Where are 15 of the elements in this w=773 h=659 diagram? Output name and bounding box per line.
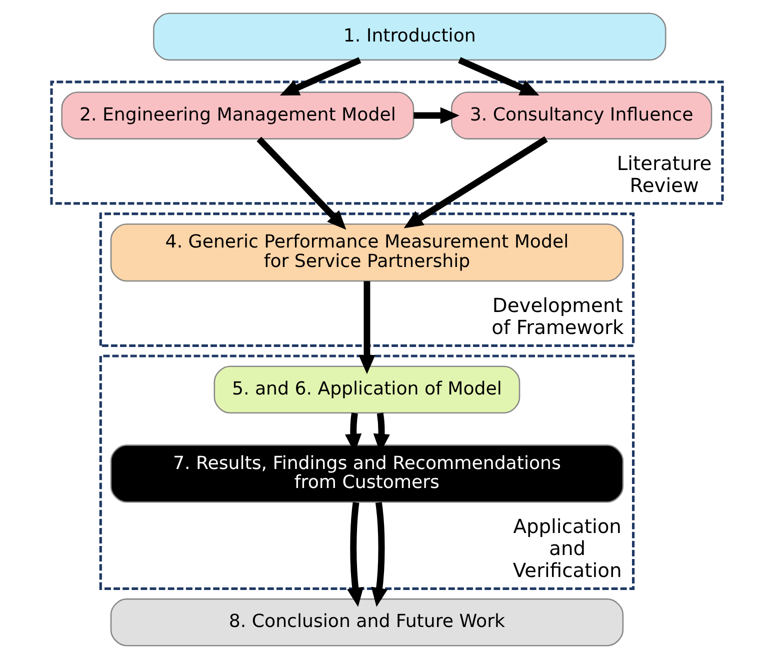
node-box: 8. Conclusion and Future Work <box>110 598 624 646</box>
arrow <box>403 136 548 228</box>
node-box: 2. Engineering Management Model <box>60 92 414 140</box>
arrow <box>256 136 346 230</box>
arrow <box>279 57 361 96</box>
arrow <box>458 57 539 96</box>
arrow <box>358 281 375 374</box>
arrow <box>346 502 364 607</box>
node-box: 5. and 6. Application of Model <box>213 366 520 414</box>
arrow <box>370 502 388 607</box>
node-box: 3. Consultancy Influence <box>450 92 712 140</box>
node-box: 1. Introduction <box>152 12 666 61</box>
node-box: 7. Results, Findings and Recommendations from Customers <box>110 444 624 503</box>
arrow <box>413 107 459 124</box>
node-box: 4. Generic Performance Measurement Model for Service Partnership <box>110 223 624 282</box>
